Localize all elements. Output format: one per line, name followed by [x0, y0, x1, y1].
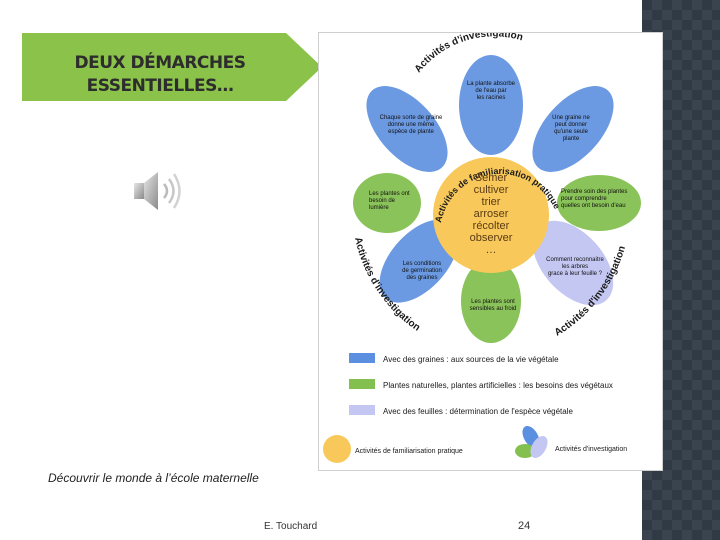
slide-title-line2: ESSENTIELLES…	[86, 76, 234, 96]
petal-right	[557, 175, 641, 231]
legend-swatch-green	[349, 379, 375, 389]
title-banner	[22, 33, 322, 101]
legend-fam-label: Activités de familiarisation pratique	[355, 448, 463, 455]
petal-top-right	[532, 86, 614, 172]
flower-diagram: Activités d'investigation Activités de f…	[323, 33, 641, 463]
center-word: cultiver	[474, 184, 509, 196]
legend-item-green: Plantes naturelles, plantes artificielle…	[383, 381, 613, 390]
footer-author: E. Touchard	[264, 521, 318, 532]
center-word: trier	[482, 196, 501, 208]
center-word: arroser	[474, 208, 509, 220]
petal-top-left	[366, 86, 448, 172]
slide-title-line1: DEUX DÉMARCHES	[74, 53, 246, 73]
center-word: Semer	[475, 172, 508, 184]
legend-mini-flower-icon	[515, 426, 548, 458]
petal-bottom-left	[379, 219, 459, 303]
center-word: …	[486, 244, 497, 256]
legend-item-lavender: Avec des feuilles : détermination de l'e…	[383, 407, 573, 416]
footer-page-number: 24	[518, 520, 531, 532]
center-word: récolter	[473, 220, 510, 232]
petal-left	[353, 173, 421, 233]
center-word-list: Semercultivertrierarroserrécolterobserve…	[470, 172, 513, 256]
slide-caption: Découvrir le monde à l’école maternelle	[48, 471, 259, 485]
legend-inv-label: Activités d'investigation	[555, 446, 627, 453]
center-circle	[433, 157, 549, 273]
legend-yellow-disc	[323, 435, 351, 463]
legend: Avec des graines : aux sources de la vie…	[323, 353, 627, 463]
legend-swatch-lavender	[349, 405, 375, 415]
flower-diagram-figure: Activités d'investigation Activités de f…	[318, 32, 663, 471]
slide-title: DEUX DÉMARCHES ESSENTIELLES…	[40, 52, 280, 98]
center-word: observer	[470, 232, 513, 244]
legend-item-blue: Avec des graines : aux sources de la vie…	[383, 355, 559, 364]
legend-swatch-blue	[349, 353, 375, 363]
petal-top	[459, 55, 523, 155]
petal-bottom	[461, 259, 521, 343]
speaker-audio-icon[interactable]	[132, 168, 184, 214]
petal-bottom-right	[532, 220, 614, 306]
